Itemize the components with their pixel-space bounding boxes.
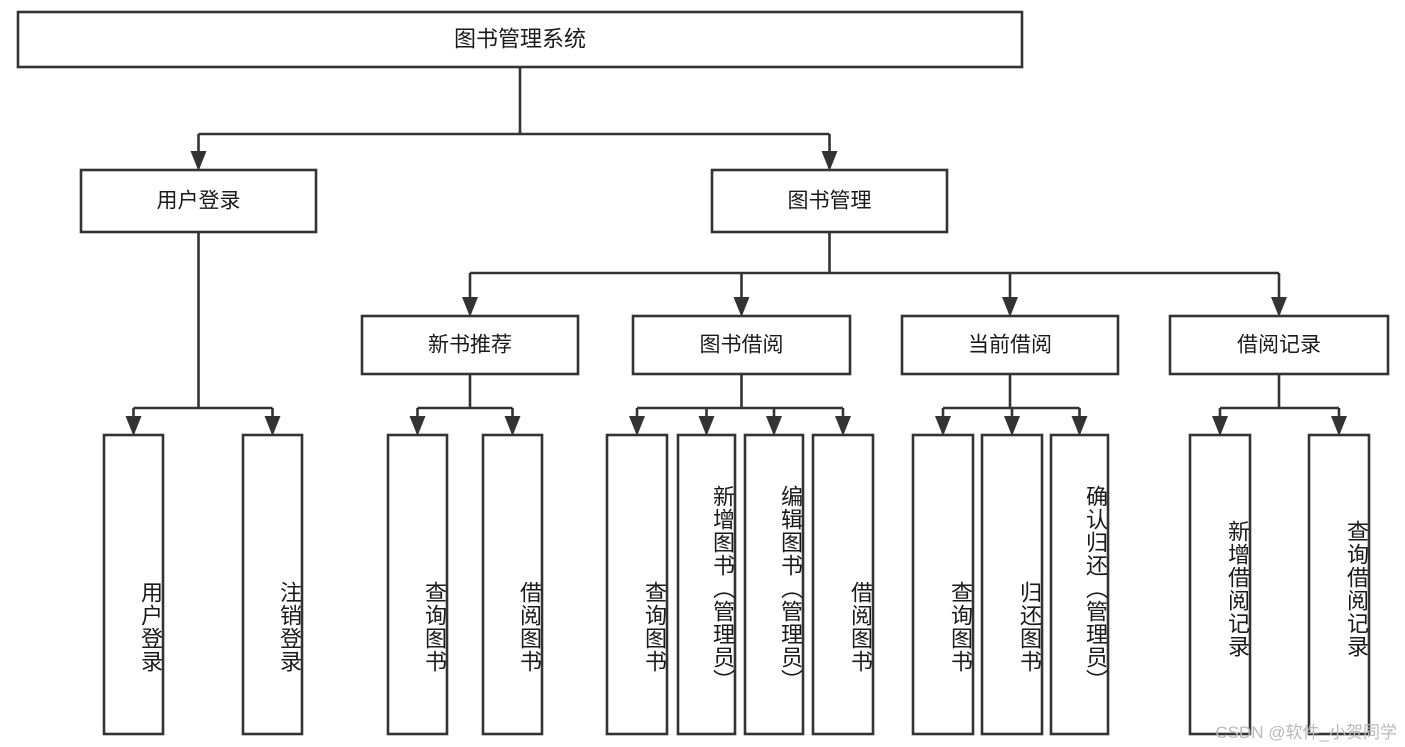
node-box-leaf-user-login[interactable]: [102, 433, 165, 736]
node-box-current-borrow[interactable]: [900, 314, 1120, 376]
boxes-layer: [16, 10, 1390, 736]
node-label-new-book-rec: 新书推荐: [428, 334, 512, 357]
node-box-leaf-query-borrow-record[interactable]: [1307, 433, 1371, 736]
node-label-user-login: 用户登录: [157, 190, 241, 213]
node-box-borrow-record[interactable]: [1168, 314, 1390, 376]
node-box-new-book-rec[interactable]: [360, 314, 580, 376]
connectors-layer: [125, 67, 1347, 436]
node-box-book-borrow[interactable]: [631, 314, 852, 376]
node-box-leaf-borrow-book-rec[interactable]: [481, 433, 544, 736]
node-box-leaf-confirm-return-admin[interactable]: [1049, 433, 1110, 736]
node-label-root: 图书管理系统: [454, 26, 586, 51]
node-box-leaf-query-book-cur[interactable]: [911, 433, 975, 736]
node-box-leaf-query-book-borrow[interactable]: [605, 433, 669, 736]
node-box-leaf-borrow-book[interactable]: [811, 433, 875, 736]
node-box-leaf-user-logout[interactable]: [241, 433, 304, 736]
node-label-borrow-record: 借阅记录: [1237, 334, 1321, 357]
node-box-leaf-add-borrow-record[interactable]: [1188, 433, 1252, 736]
node-box-leaf-query-book-rec[interactable]: [386, 433, 449, 736]
node-box-root[interactable]: [16, 10, 1024, 69]
node-label-current-borrow: 当前借阅: [968, 334, 1052, 357]
node-box-user-login[interactable]: [79, 168, 318, 234]
node-box-leaf-return-book[interactable]: [980, 433, 1044, 736]
node-label-book-borrow: 图书借阅: [700, 334, 784, 357]
node-box-leaf-edit-book-admin[interactable]: [743, 433, 805, 736]
watermark-text: CSDN @软件_小贺同学: [1215, 723, 1397, 742]
node-box-leaf-add-book-admin[interactable]: [676, 433, 737, 736]
node-box-book-manage[interactable]: [710, 168, 949, 234]
node-label-book-manage: 图书管理: [788, 190, 872, 213]
